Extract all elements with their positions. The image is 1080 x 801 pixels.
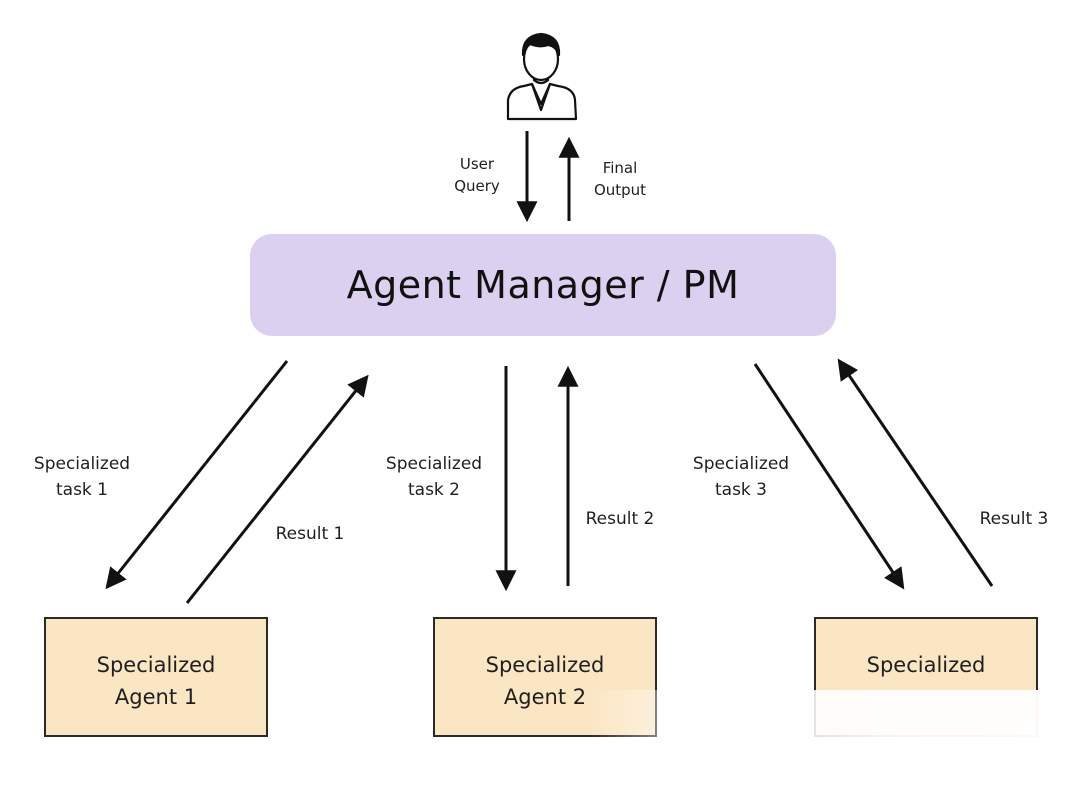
task-1-arrow — [105, 360, 289, 590]
result-label-3: Result 3 — [979, 509, 1049, 529]
agent-manager-label: Agent Manager / PM — [346, 263, 740, 307]
task-3-arrow — [753, 363, 905, 590]
result-label-2: Result 2 — [585, 509, 655, 529]
agent-manager-box: Agent Manager / PM — [250, 234, 836, 336]
task-label-1: Specialized task 1 — [33, 454, 131, 500]
task-label-2: Specialized task 2 — [385, 454, 483, 500]
task-label-3: Specialized task 3 — [692, 454, 790, 500]
specialized-agent-1-box: Specialized Agent 1 — [44, 617, 268, 737]
result-label-1: Result 1 — [275, 524, 345, 544]
specialized-agent-3-box: Specialized — [814, 617, 1038, 737]
result-1-arrow — [185, 374, 369, 604]
specialized-agent-2-label: Specialized Agent 2 — [485, 653, 605, 709]
specialized-agent-3-label: Specialized — [866, 653, 986, 677]
user-query-label: User Query — [454, 155, 500, 195]
specialized-agent-1-label: Specialized Agent 1 — [96, 653, 216, 709]
specialized-agent-2-box: Specialized Agent 2 — [433, 617, 657, 737]
user-icon — [506, 32, 578, 121]
result-3-arrow — [837, 358, 994, 587]
final-output-label: Final Output — [593, 159, 647, 199]
